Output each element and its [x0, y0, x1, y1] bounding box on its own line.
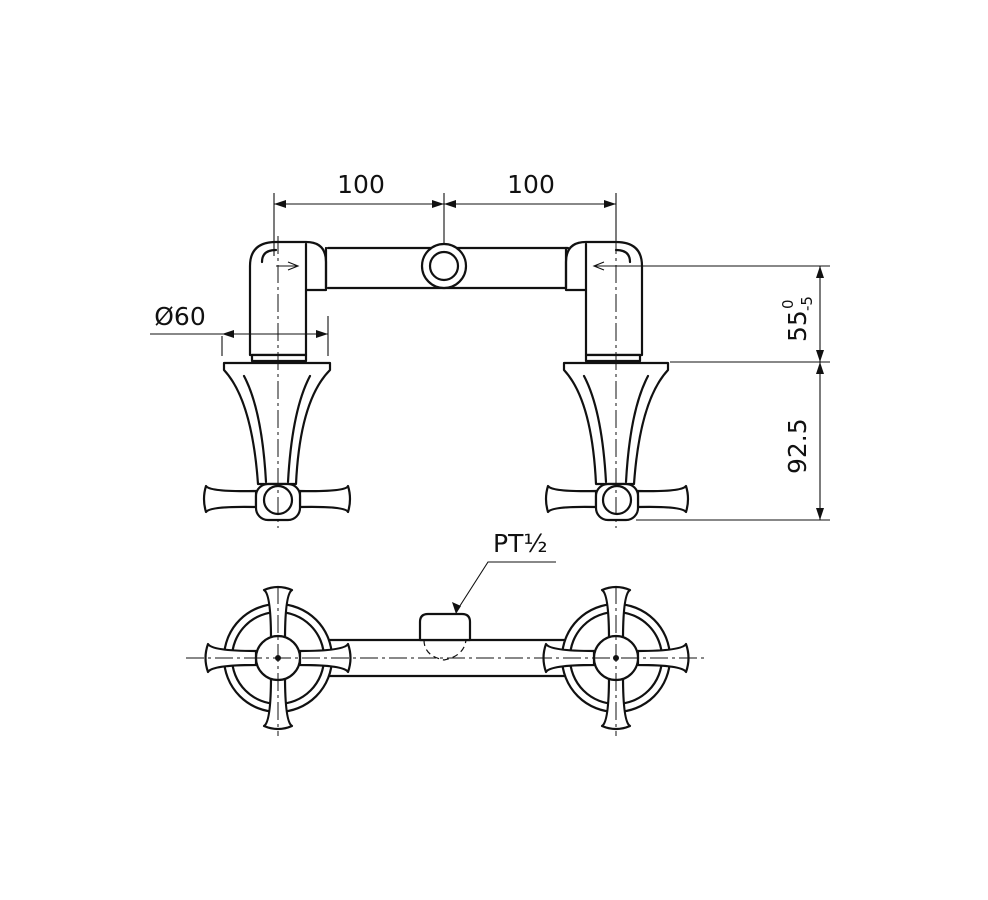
- dimension-height: 55 0 -5 92.5: [606, 265, 830, 521]
- left-valve-body: [248, 240, 328, 363]
- center-outlet: [420, 242, 468, 290]
- dim-height-upper: 55: [783, 310, 812, 342]
- dim-width-right: 100: [507, 170, 555, 199]
- thread-callout: PT½: [452, 529, 556, 614]
- right-handle: [544, 361, 690, 522]
- dim-height-upper-tol-upper: 0: [779, 299, 797, 309]
- thread-label: PT½: [493, 529, 548, 558]
- dim-height-lower: 92.5: [783, 418, 812, 474]
- dim-height-upper-tol-lower: -5: [798, 296, 816, 311]
- dim-width-left: 100: [337, 170, 385, 199]
- right-valve-body: [564, 240, 644, 363]
- dim-diameter: Ø60: [154, 302, 206, 331]
- dim-height-upper-group: 55 0 -5: [779, 296, 816, 342]
- dimension-diameter: Ø60: [150, 302, 329, 356]
- left-handle: [202, 361, 352, 522]
- front-view: [202, 236, 690, 528]
- dimension-width: 100 100: [273, 170, 617, 256]
- plan-view: [186, 585, 706, 736]
